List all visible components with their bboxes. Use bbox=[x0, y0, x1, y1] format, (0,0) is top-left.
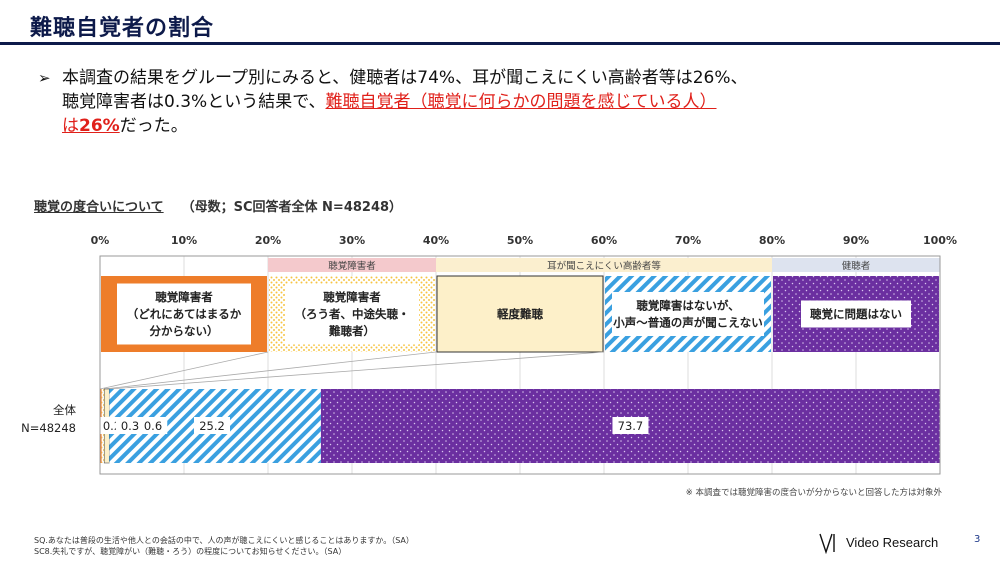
legend-label: （ろう者、中途失聴・ bbox=[295, 307, 410, 321]
group-band bbox=[268, 258, 436, 272]
summary-line-3: は26%だった。 bbox=[62, 114, 188, 138]
data-label: 0.3 bbox=[121, 419, 139, 433]
x-tick-label: 50% bbox=[507, 234, 533, 247]
x-tick-label: 20% bbox=[255, 234, 281, 247]
group-label: 聴覚障害者 bbox=[328, 260, 376, 272]
legend-label-panel bbox=[117, 283, 251, 345]
legend-label: 聴覚障害はないが、 bbox=[636, 299, 739, 313]
summary-highlight-prefix: は26% bbox=[62, 116, 120, 136]
connector-line bbox=[109, 351, 605, 390]
page-number: 3 bbox=[974, 534, 981, 545]
legend-label: 難聴者） bbox=[329, 324, 375, 338]
category-label: 全体 bbox=[53, 403, 76, 417]
highlight-prefix: は bbox=[62, 116, 79, 136]
category-label: N=48248 bbox=[21, 421, 76, 435]
group-label: 耳が聞こえにくい高齢者等 bbox=[547, 260, 661, 272]
data-label-bg bbox=[194, 417, 230, 434]
chart-caption-sub: （母数；SC回答者全体 N=48248） bbox=[181, 200, 403, 215]
x-tick-label: 0% bbox=[91, 234, 110, 247]
x-tick-label: 80% bbox=[759, 234, 785, 247]
footer-questions: SQ.あなたは普段の生活や他人との会話の中で、人の声が聴こえにくいと感じることは… bbox=[34, 535, 414, 557]
summary-line-3-plain: だった。 bbox=[119, 116, 188, 136]
x-tick-label: 100% bbox=[923, 234, 957, 247]
legend-label: 聴覚障害者 bbox=[323, 290, 381, 304]
brand-name: Video Research bbox=[846, 535, 939, 550]
chart-note: ※ 本調査では聴覚障害の度合いが分からないと回答した方は対象外 bbox=[685, 488, 942, 498]
summary-line-1: 本調査の結果をグループ別にみると、健聴者は74%、耳が聞こえにくい高齢者等は26… bbox=[62, 68, 748, 88]
x-tick-label: 90% bbox=[843, 234, 869, 247]
legend-label-panel bbox=[612, 292, 764, 336]
connector-line bbox=[104, 351, 437, 390]
legend-label: 聴覚に問題はない bbox=[810, 307, 902, 321]
group-band bbox=[772, 258, 940, 272]
data-label: 25.2 bbox=[199, 419, 225, 433]
group-band bbox=[436, 258, 772, 272]
page-title: 難聴自覚者の割合 bbox=[30, 16, 215, 41]
legend-label: （どれにあてはまるか bbox=[127, 307, 242, 321]
footer-question-1: SQ.あなたは普段の生活や他人との会話の中で、人の声が聴こえにくいと感じることは… bbox=[34, 536, 414, 545]
stacked-bar-chart: 0% 10% 20% 30% 40% 50% 60% 70% 80% 90% 100% 聴覚障害者 耳… bbox=[21, 234, 957, 475]
legend-label: 小声～普通の声が聞こえない bbox=[612, 316, 763, 330]
x-tick-label: 40% bbox=[423, 234, 449, 247]
brand-logo: Video Research bbox=[818, 530, 958, 556]
chart-caption-main: 聴覚の度合いについて bbox=[34, 200, 164, 215]
data-label-bg bbox=[115, 417, 145, 434]
legend-label: 聴覚障害者 bbox=[155, 290, 213, 304]
data-label: 73.7 bbox=[618, 419, 644, 433]
legend-swatch bbox=[436, 275, 604, 353]
x-tick-label: 70% bbox=[675, 234, 701, 247]
legend-label: 軽度難聴 bbox=[497, 307, 543, 321]
connector-line bbox=[99, 351, 269, 390]
data-label-bg bbox=[612, 417, 649, 434]
x-tick-label: 30% bbox=[339, 234, 365, 247]
brand-mark-icon bbox=[819, 533, 835, 554]
highlight-percent: 26% bbox=[79, 116, 120, 136]
data-label: 0.6 bbox=[144, 419, 162, 433]
x-tick-label: 60% bbox=[591, 234, 617, 247]
bullet-arrow-icon: ➢ bbox=[38, 69, 51, 87]
group-label: 健聴者 bbox=[842, 260, 871, 272]
title-divider bbox=[0, 42, 1000, 45]
summary-line-2: 聴覚障害者は0.3%という結果で、難聴自覚者（聴覚に何らかの問題を感じている人） bbox=[62, 90, 717, 114]
summary-highlight: 難聴自覚者（聴覚に何らかの問題を感じている人） bbox=[325, 92, 717, 112]
footer-question-2: SC8.失礼ですが、聴覚障がい（難聴・ろう）の程度についてお知らせください。（S… bbox=[34, 547, 347, 556]
legend-label: 分からない） bbox=[150, 324, 219, 338]
legend-label-panel bbox=[801, 300, 911, 328]
summary-line-2-plain: 聴覚障害者は0.3%という結果で、 bbox=[62, 92, 326, 112]
plot-frame bbox=[99, 255, 941, 475]
data-label-bg bbox=[138, 417, 168, 434]
chart-caption: 聴覚の度合いについて （母数；SC回答者全体 N=48248） bbox=[34, 196, 402, 215]
legend-label-panel bbox=[285, 283, 419, 345]
x-tick-label: 10% bbox=[171, 234, 197, 247]
